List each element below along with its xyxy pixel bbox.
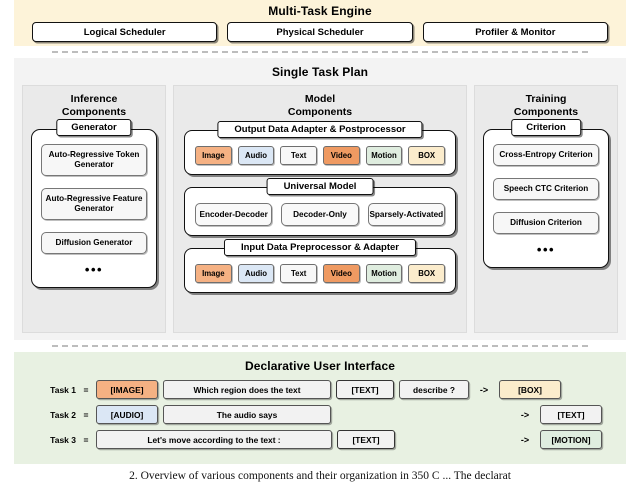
task-1-output-box[interactable]: [BOX] [499,380,561,399]
output-chip-box[interactable]: BOX [408,146,446,165]
output-chip-video[interactable]: Video [323,146,360,165]
universal-model-label: Universal Model [266,178,374,195]
criterion-group: Criterion Cross-Entropy Criterion Speech… [483,119,609,268]
plan-columns: Inference Components Generator Auto-Regr… [22,85,618,333]
input-data-preprocessor-block: Input Data Preprocessor & Adapter Image … [184,239,456,293]
logical-scheduler-button[interactable]: Logical Scheduler [32,22,218,42]
task-row: Task 3 = Let's move according to the tex… [38,430,602,449]
task-2-output-text[interactable]: [TEXT] [540,405,602,424]
input-chip-image[interactable]: Image [195,264,232,283]
diffusion-criterion-item[interactable]: Diffusion Criterion [493,212,599,234]
task-1-label: Task 1 [50,384,76,395]
declarative-user-interface-title: Declarative User Interface [244,359,396,373]
sparsely-activated-item[interactable]: Sparsely-Activated [367,203,445,226]
input-data-preprocessor-label: Input Data Preprocessor & Adapter [223,239,417,256]
single-task-plan-title: Single Task Plan [271,65,369,79]
training-components-panel: Training Components Criterion Cross-Entr… [474,85,618,333]
auto-regressive-feature-generator-item[interactable]: Auto-Regressive Feature Generator [41,188,147,220]
input-chip-text[interactable]: Text [280,264,318,283]
inference-ellipsis: ••• [84,262,104,277]
input-modality-chip-row: Image Audio Text Video Motion BOX [193,262,447,283]
encoder-decoder-item[interactable]: Encoder-Decoder [195,203,273,226]
task-2-equals: = [83,409,89,420]
task-3-output-motion[interactable]: [MOTION] [540,430,602,449]
output-chip-text[interactable]: Text [280,146,318,165]
decoder-only-item[interactable]: Decoder-Only [281,203,359,226]
declarative-user-interface-panel: Declarative User Interface Task 1 = [IMA… [14,352,626,464]
physical-scheduler-button[interactable]: Physical Scheduler [227,22,413,42]
task-row: Task 1 = [IMAGE] Which region does the t… [38,380,602,399]
criterion-label: Criterion [511,119,581,136]
cross-entropy-criterion-item[interactable]: Cross-Entropy Criterion [493,144,599,166]
single-task-plan-panel: Single Task Plan Inference Components Ge… [14,58,626,340]
auto-regressive-token-generator-item[interactable]: Auto-Regressive Token Generator [41,144,147,176]
task-3-label: Task 3 [50,434,76,445]
figure-caption: 2. Overview of various components and th… [129,470,511,482]
output-data-adapter-block: Output Data Adapter & Postprocessor Imag… [184,121,456,175]
diffusion-generator-item[interactable]: Diffusion Generator [41,232,147,254]
task-2-arrow-icon: -> [520,409,530,420]
training-components-title: Training Components [475,86,617,118]
separator-engine-plan [52,51,588,53]
output-chip-audio[interactable]: Audio [237,146,275,165]
inference-components-panel: Inference Components Generator Auto-Regr… [22,85,166,333]
task-3-input-phrase[interactable]: Let's move according to the text : [96,430,332,449]
speech-ctc-criterion-item[interactable]: Speech CTC Criterion [493,178,599,200]
task-list: Task 1 = [IMAGE] Which region does the t… [14,373,626,449]
task-1-input-phrase-2[interactable]: describe ? [399,380,469,399]
task-2-label: Task 2 [50,409,76,420]
model-title-line2: Components [287,105,353,118]
output-modality-chip-row: Image Audio Text Video Motion BOX [193,144,447,165]
task-2-input-audio[interactable]: [AUDIO] [96,405,158,424]
task-1-input-text-slot[interactable]: [TEXT] [336,380,394,399]
task-row: Task 2 = [AUDIO] The audio says -> [TEXT… [38,405,602,424]
generator-label: Generator [56,119,132,136]
multi-task-engine-title: Multi-Task Engine [268,4,372,18]
separator-plan-dui [52,345,588,347]
model-components-title: Model Components [174,86,466,118]
output-data-adapter-label: Output Data Adapter & Postprocessor [217,121,423,138]
model-components-panel: Model Components Output Data Adapter & P… [173,85,467,333]
engine-button-row: Logical Scheduler Physical Scheduler Pro… [14,18,626,42]
universal-model-block: Universal Model Encoder-Decoder Decoder-… [184,178,456,236]
task-1-equals: = [83,384,89,395]
multi-task-engine-panel: Multi-Task Engine Logical Scheduler Phys… [14,0,626,46]
input-chip-box[interactable]: BOX [408,264,446,283]
model-title-line1: Model [304,93,336,105]
task-1-input-phrase-1[interactable]: Which region does the text [163,380,331,399]
inference-components-title: Inference Components [23,86,165,118]
task-1-arrow-icon: -> [479,384,489,395]
training-ellipsis: ••• [536,242,556,257]
architecture-row: Encoder-Decoder Decoder-Only Sparsely-Ac… [193,201,447,226]
task-2-input-phrase[interactable]: The audio says [163,405,331,424]
generator-group: Generator Auto-Regressive Token Generato… [31,119,157,288]
task-1-input-image[interactable]: [IMAGE] [96,380,158,399]
training-title-line1: Training [525,93,567,105]
task-3-input-text-slot[interactable]: [TEXT] [337,430,395,449]
output-chip-motion[interactable]: Motion [365,146,403,165]
inference-title-line1: Inference [70,93,118,105]
inference-title-line2: Components [61,105,127,118]
profiler-monitor-button[interactable]: Profiler & Monitor [422,22,608,42]
training-title-line2: Components [513,105,579,118]
input-chip-audio[interactable]: Audio [237,264,275,283]
task-3-arrow-icon: -> [520,434,530,445]
input-chip-motion[interactable]: Motion [365,264,403,283]
task-3-equals: = [83,434,89,445]
input-chip-video[interactable]: Video [323,264,360,283]
output-chip-image[interactable]: Image [195,146,232,165]
